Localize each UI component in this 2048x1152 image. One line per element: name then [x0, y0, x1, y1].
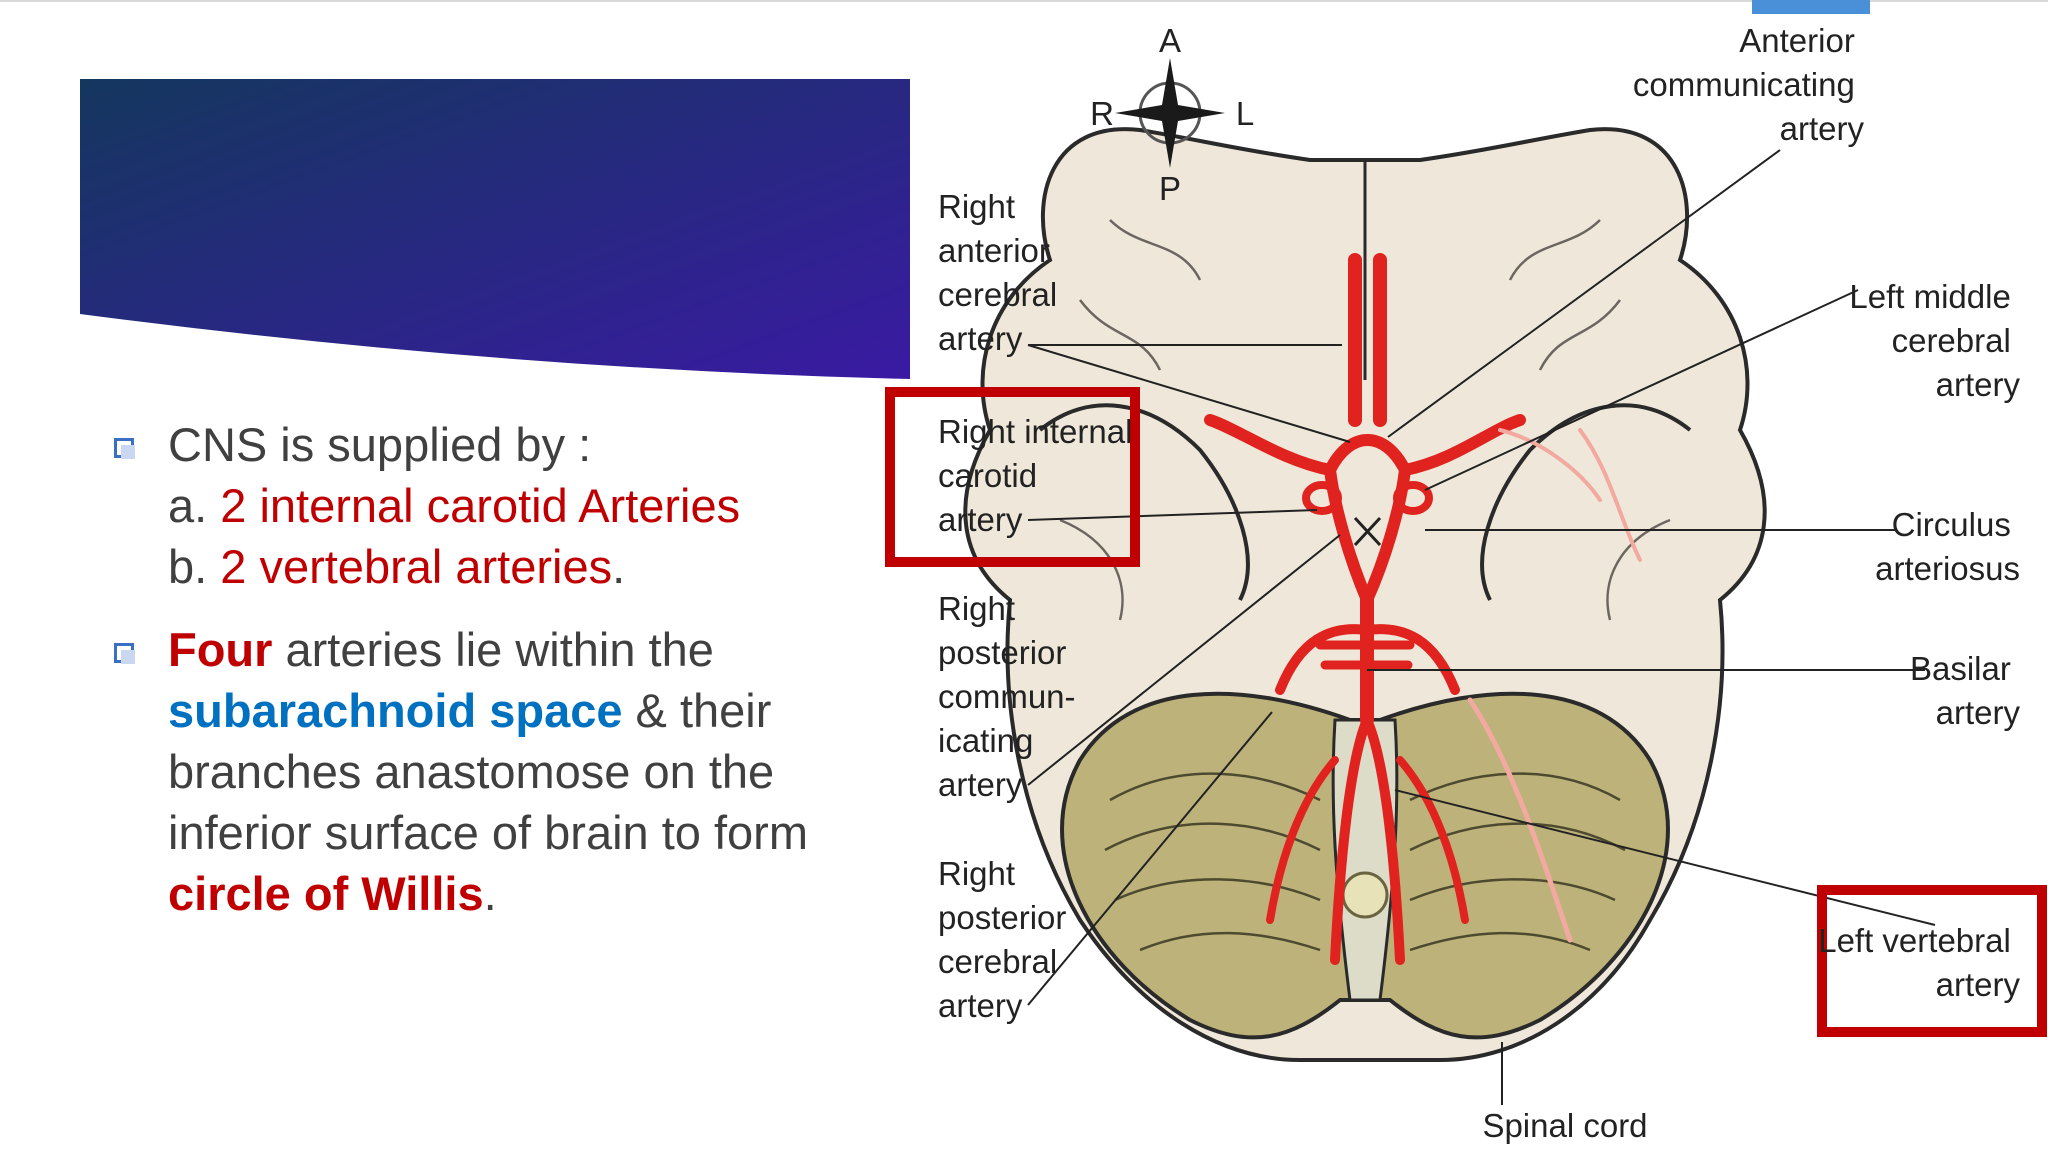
label-right-posterior-communicating-artery: Right posterior commun- icating artery — [938, 590, 1085, 803]
top-border — [0, 0, 2048, 2]
label-left-middle-cerebral-artery: Left middle cerebral artery — [1849, 278, 2020, 403]
compass-l-label: L — [1236, 95, 1254, 132]
compass-rose: A R L P — [1090, 22, 1254, 207]
text-segment: Four — [168, 623, 273, 676]
label-anterior-communicating-artery: Anterior communicating artery — [1633, 22, 1865, 147]
text-segment: 2 vertebral arteries — [220, 540, 613, 593]
bullet-line: inferior surface of brain to form — [168, 802, 892, 863]
compass-a-label: A — [1159, 22, 1181, 59]
artery-network — [1204, 253, 1642, 965]
bullet-line: b. 2 vertebral arteries. — [168, 536, 892, 597]
text-segment: . — [612, 540, 626, 593]
title-banner — [80, 79, 910, 379]
text-segment: arteries lie within the — [272, 623, 714, 676]
bullet-list: CNS is supplied by :a. 2 internal caroti… — [112, 414, 892, 924]
bullet-line: Four arteries lie within the — [168, 619, 892, 680]
highlight-box-internal-carotid — [885, 387, 1140, 567]
text-segment: b. — [168, 540, 221, 593]
leader-lines — [1027, 149, 1936, 1105]
text-segment: subarachnoid space — [168, 684, 623, 737]
text-segment: CNS is supplied by : — [168, 418, 592, 471]
compass-p-label: P — [1159, 170, 1181, 207]
label-right-internal-carotid-artery: Right internal carotid artery — [938, 413, 1142, 538]
compass-r-label: R — [1090, 95, 1114, 132]
square-bullet-icon — [114, 438, 135, 459]
text-segment: inferior surface of brain to form — [168, 806, 808, 859]
bullet-line: circle of Willis. — [168, 863, 892, 924]
text-segment: . — [483, 867, 497, 920]
label-right-anterior-cerebral-artery: Right anterior cerebral artery — [938, 188, 1066, 357]
label-left-vertebral-artery: Left vertebral artery — [1818, 922, 2020, 1003]
label-right-posterior-cerebral-artery: Right posterior cerebral artery — [938, 855, 1076, 1024]
text-segment: branches anastomose on the — [168, 745, 775, 798]
highlight-box-left-vertebral — [1817, 885, 2047, 1037]
text-segment: & their — [622, 684, 772, 737]
text-segment: circle of Willis — [168, 867, 484, 920]
text-segment: a. — [168, 479, 221, 532]
label-spinal-cord: Spinal cord — [1482, 1107, 1647, 1144]
slide-tab-marker — [1752, 0, 1870, 14]
bullet-line: a. 2 internal carotid Arteries — [168, 475, 892, 536]
label-circulus-arteriosus: Circulus arteriosus — [1875, 506, 2020, 587]
label-basilar-artery: Basilar artery — [1910, 650, 2021, 731]
square-bullet-icon — [114, 643, 135, 664]
bullet-line: branches anastomose on the — [168, 741, 892, 802]
text-segment: 2 internal carotid Arteries — [220, 479, 741, 532]
circle-of-willis-diagram: A R L P Right anterior cerebral artery R… — [885, 22, 2047, 1144]
bullet-line: subarachnoid space & their — [168, 680, 892, 741]
bullet-line: CNS is supplied by : — [168, 414, 892, 475]
bullet-item: CNS is supplied by :a. 2 internal caroti… — [112, 414, 892, 597]
